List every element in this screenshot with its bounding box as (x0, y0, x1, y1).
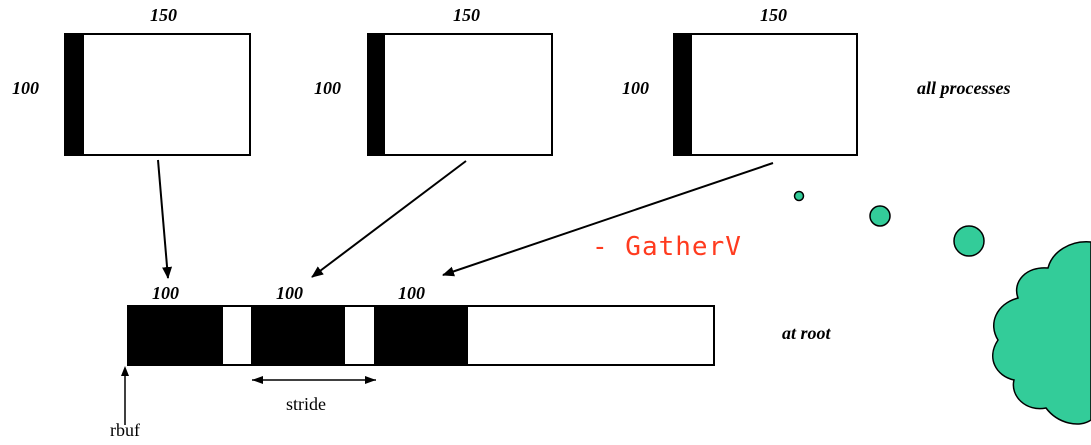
source-buffer-2-height-label: 100 (314, 78, 341, 98)
receive-segment-1-label: 100 (152, 283, 179, 303)
stride-label: stride (286, 394, 326, 414)
source-buffer-1 (64, 33, 251, 156)
source-buffer-1-height-label: 100 (12, 78, 39, 98)
rbuf-pointer-arrow (121, 366, 129, 425)
receive-segment-3-label: 100 (398, 283, 425, 303)
thought-bubble-medium (869, 205, 891, 227)
source-buffer-2 (367, 33, 553, 156)
at-root-label: at root (782, 323, 831, 343)
source-buffer-2-width-label: 150 (453, 5, 480, 25)
source-buffer-3-width-label: 150 (760, 5, 787, 25)
source-buffer-3-column (674, 34, 692, 155)
source-buffer-2-column (368, 34, 385, 155)
receive-segment-2-label: 100 (276, 283, 303, 303)
gather-arrow-1 (157, 159, 173, 279)
source-buffer-3-height-label: 100 (622, 78, 649, 98)
receive-segment-3 (374, 306, 468, 365)
page-title: - GatherV (592, 232, 742, 262)
thought-bubble-large (953, 225, 985, 257)
receive-segment-2 (251, 306, 345, 365)
gather-arrow-3 (442, 162, 774, 277)
thought-cloud-icon (992, 241, 1091, 425)
receive-segment-1 (128, 306, 223, 365)
rbuf-label: rbuf (110, 420, 140, 440)
source-buffer-1-width-label: 150 (150, 5, 177, 25)
source-buffer-1-column (65, 34, 84, 155)
source-buffer-3 (673, 33, 858, 156)
receive-buffer (127, 305, 715, 366)
all-processes-label: all processes (917, 78, 1011, 98)
gather-arrow-2 (311, 160, 467, 278)
stride-arrow (252, 376, 376, 384)
thought-bubble-small (793, 190, 805, 202)
